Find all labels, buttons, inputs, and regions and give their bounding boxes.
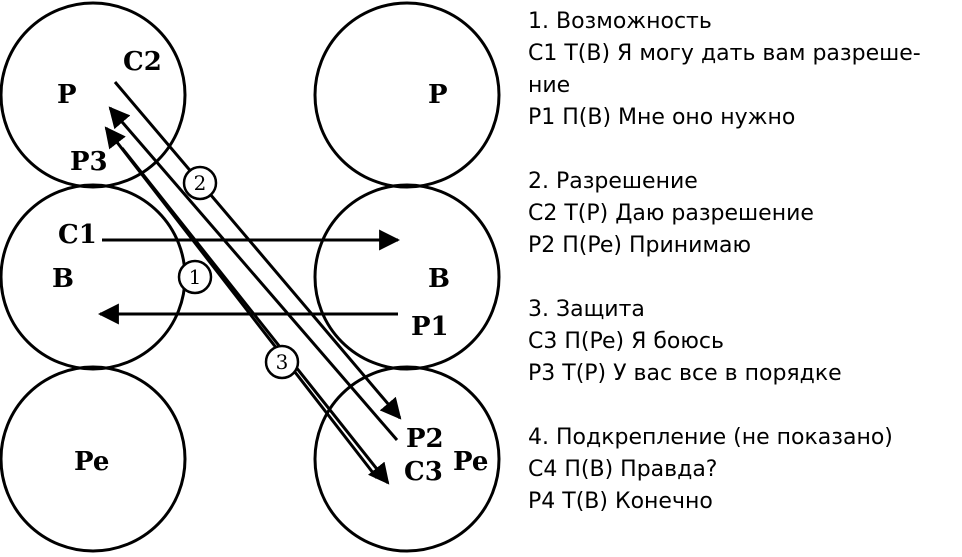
label-p2: P2: [406, 424, 444, 454]
label-c3: C3: [404, 457, 443, 487]
step-marker-3-circle: [264, 344, 300, 380]
legend-heading: 1. Возможность: [528, 9, 712, 34]
circle-label-right-child: Pe: [453, 447, 488, 477]
circle-right-child: [313, 365, 501, 553]
step-marker-3: 3: [276, 350, 289, 374]
legend-line: P4 T(B) Конечно: [528, 489, 713, 514]
legend-heading: 2. Разрешение: [528, 169, 698, 194]
label-p1: P1: [411, 312, 449, 342]
legend-line: C4 П(B) Правда?: [528, 457, 718, 482]
legend-section-protection: 3. Защита C3 П(Pe) Я боюсь P3 T(P) У вас…: [528, 294, 958, 390]
circle-right-adult: [313, 183, 501, 371]
legend-line: P2 П(Pe) Принимаю: [528, 233, 752, 258]
legend-heading: 3. Защита: [528, 297, 645, 322]
circle-label-left-parent: P: [57, 80, 77, 110]
legend-section-possibility: 1. Возможность C1 T(B) Я могу дать вам р…: [528, 6, 958, 134]
circle-left-adult: [0, 183, 187, 371]
arrow-p2: [108, 106, 399, 441]
legend-line: C1 T(B) Я могу дать вам разреше-: [528, 41, 921, 66]
arrow-c2: [113, 81, 402, 420]
transaction-legend: 1. Возможность C1 T(B) Я могу дать вам р…: [528, 6, 958, 518]
label-c1: C1: [58, 220, 97, 250]
step-marker-1: 1: [189, 265, 202, 289]
circle-label-right-adult: B: [428, 264, 450, 294]
arrow-p3: [104, 126, 379, 479]
legend-line: C3 П(Pe) Я боюсь: [528, 329, 724, 354]
label-p3: P3: [70, 147, 108, 177]
ego-state-diagram: P B Pe P B Pe C1 C2 C3 P1 P2 P3 1 2 3: [0, 1, 501, 553]
legend-line: P3 T(P) У вас все в порядке: [528, 361, 842, 386]
step-marker-2: 2: [194, 171, 207, 195]
legend-line: ние: [528, 73, 571, 98]
legend-line: C2 T(P) Даю разрешение: [528, 201, 814, 226]
circle-left-child: [0, 365, 187, 553]
label-c2: C2: [123, 47, 162, 77]
legend-section-permission: 2. Разрешение C2 T(P) Даю разрешение P2 …: [528, 166, 958, 262]
circle-left-parent: [0, 1, 187, 189]
circle-right-parent: [313, 1, 501, 189]
step-marker-1-circle: [177, 259, 213, 295]
circle-label-left-child: Pe: [74, 447, 109, 477]
legend-section-reinforcement: 4. Подкрепление (не показано) C4 П(B) Пр…: [528, 422, 958, 518]
circle-label-right-parent: P: [428, 80, 448, 110]
step-marker-2-circle: [182, 165, 218, 201]
legend-heading: 4. Подкрепление (не показано): [528, 425, 893, 450]
circle-label-left-adult: B: [52, 264, 74, 294]
legend-line: P1 П(B) Мне оно нужно: [528, 105, 796, 130]
